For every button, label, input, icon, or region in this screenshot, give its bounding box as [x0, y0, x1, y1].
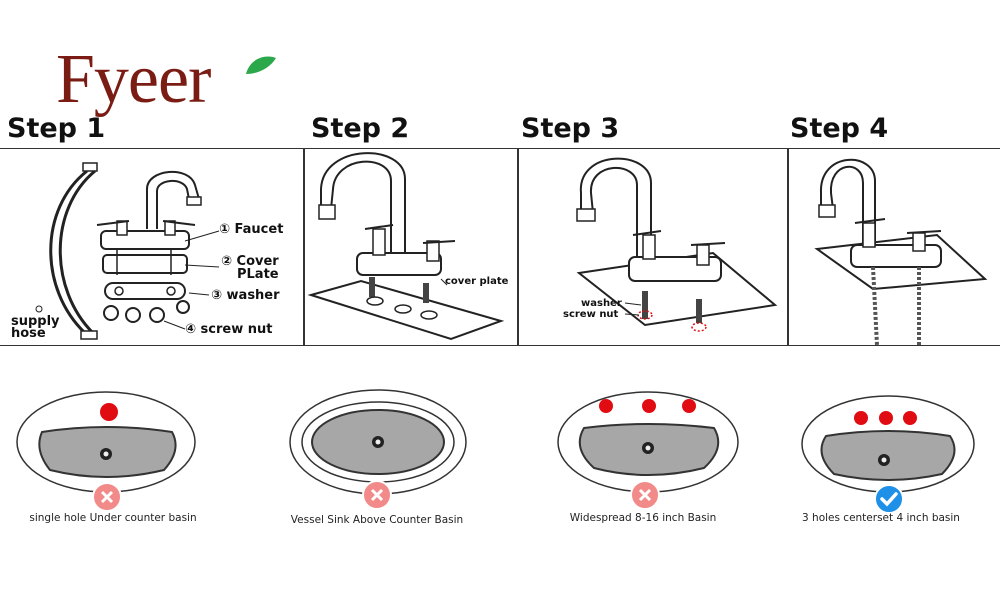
basin-vessel [288, 384, 472, 510]
step-3-title: Step 3 [521, 113, 620, 144]
leaf-icon [246, 56, 276, 74]
basin-centerset [796, 392, 980, 514]
step-4-title: Step 4 [790, 113, 889, 144]
basin-single-hole [14, 388, 204, 512]
label-cover: ② Cover [221, 254, 279, 269]
faucet-parts-diagram: ① Faucet ② Cover PLate ③ washer ④ screw … [11, 162, 283, 341]
cross-icon [92, 482, 122, 512]
brand-logo: Fyeer [56, 40, 276, 120]
step-3-diagram: washer screw nut [563, 157, 778, 332]
step-4-diagram [814, 158, 988, 345]
brand-name: Fyeer [56, 41, 211, 118]
step-4-panel [788, 148, 1000, 346]
basin-widespread [554, 388, 744, 510]
cross-icon [630, 480, 660, 510]
label-screw-nut: ④ screw nut [185, 322, 272, 337]
label-hose: hose [11, 326, 46, 341]
step-2-title: Step 2 [311, 113, 410, 144]
step-2-panel: cover plate [304, 148, 518, 346]
caption-widespread: Widespread 8-16 inch Basin [569, 512, 717, 524]
step-1-panel: ① Faucet ② Cover PLate ③ washer ④ screw … [0, 148, 304, 346]
caption-centerset: 3 holes centerset 4 inch basin [802, 512, 960, 524]
label-supply: supply [11, 314, 60, 329]
step-3-panel: washer screw nut [518, 148, 788, 346]
label-washer-3: washer [581, 298, 622, 309]
label-cover-plate: cover plate [445, 276, 509, 287]
label-faucet: ① Faucet [219, 222, 283, 237]
caption-vessel: Vessel Sink Above Counter Basin [290, 514, 464, 526]
label-washer: ③ washer [211, 288, 280, 303]
red-hole-marker [100, 403, 118, 421]
label-screw-nut-3: screw nut [563, 309, 619, 320]
step-2-diagram: cover plate [307, 152, 509, 341]
caption-single-hole: single hole Under counter basin [29, 512, 197, 524]
check-icon [874, 484, 904, 514]
step-1-title: Step 1 [7, 113, 106, 144]
label-plate: PLate [237, 267, 279, 282]
cross-icon [362, 480, 392, 510]
